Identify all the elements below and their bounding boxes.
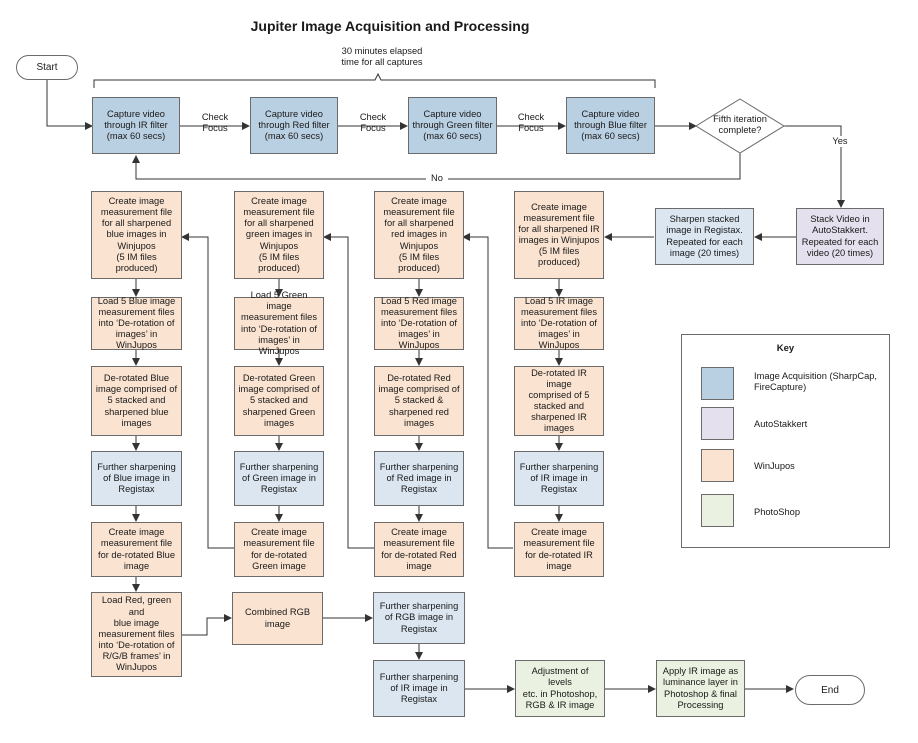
red-further-sharpening-box: Further sharpening of Red image in Regis… — [374, 451, 464, 506]
capture-red-box: Capture video through Red filter (max 60… — [250, 97, 338, 154]
arrow-red-loop — [323, 233, 374, 549]
capture-green-box: Capture video through Green filter (max … — [408, 97, 497, 154]
adjust-levels-box: Adjustment of levels etc. in Photoshop, … — [515, 660, 605, 717]
combined-rgb-box: Combined RGB image — [232, 592, 323, 645]
ir-derotated-box: De-rotated IR image comprised of 5 stack… — [514, 366, 604, 436]
blue-further-sharpening-box: Further sharpening of Blue image in Regi… — [91, 451, 182, 506]
yes-label: Yes — [826, 136, 854, 148]
sharpen-stacked-box: Sharpen stacked image in Registax. Repea… — [655, 208, 754, 265]
stack-autostakkert-box: Stack Video in AutoStakkert. Repeated fo… — [796, 208, 884, 265]
blue-load-box: Load 5 Blue image measurement files into… — [91, 296, 182, 350]
decision-label: Fifth iteration complete? — [713, 114, 767, 136]
red-derotated-box: De-rotated Red image comprised of 5 stac… — [374, 366, 464, 436]
load-rgb-box: Load Red, green and blue image measureme… — [91, 592, 182, 677]
ir-im-derotated-box: Create image measurement file for de-rot… — [514, 522, 604, 577]
brace-label: 30 minutes elapsed time for all captures — [341, 46, 423, 68]
arrow-start-to-ir — [46, 80, 93, 130]
key-title: Key — [776, 343, 795, 354]
key-swatch-winjupos — [701, 449, 734, 482]
capture-blue-box: Capture video through Blue filter (max 6… — [566, 97, 655, 154]
green-im-derotated-box: Create image measurement file for de-rot… — [234, 522, 324, 577]
apply-ir-luminance-box: Apply IR image as luminance layer in Pho… — [656, 660, 745, 717]
arrow-loadrgb-to-combined — [182, 614, 232, 636]
rgb-further-sharpening-box: Further sharpening of RGB image in Regis… — [373, 592, 465, 644]
key-swatch-autostakkert — [701, 407, 734, 440]
ir-create-im-box: Create image measurement file for all sh… — [514, 191, 604, 279]
green-create-im-box: Create image measurement file for all sh… — [234, 191, 324, 279]
green-load-box: Load 5 Green image measurement files int… — [234, 290, 324, 356]
key-label-acquisition: Image Acquisition (SharpCap, FireCapture… — [754, 371, 877, 393]
key-label-winjupos: WinJupos — [754, 461, 795, 471]
key-label-photoshop: PhotoShop — [754, 507, 801, 517]
end-terminal: End — [795, 675, 865, 705]
arrow-ir-loop — [462, 233, 513, 549]
check-focus-label-3: Check Focus — [517, 112, 545, 134]
diagram-title: Jupiter Image Acquisition and Processing — [250, 18, 530, 34]
check-focus-label-2: Check Focus — [359, 112, 387, 134]
key-legend: Key Image Acquisition (SharpCap, FireCap… — [681, 334, 890, 548]
capture-ir-box: Capture video through IR filter (max 60 … — [92, 97, 180, 154]
green-further-sharpening-box: Further sharpening of Green image in Reg… — [234, 451, 324, 506]
arrow-yes — [784, 125, 845, 208]
ir-load-box: Load 5 IR image measurement files into ‘… — [514, 296, 604, 350]
red-im-derotated-box: Create image measurement file for de-rot… — [374, 522, 464, 577]
decision-diamond — [695, 98, 785, 154]
blue-create-im-box: Create image measurement file for all sh… — [91, 191, 182, 279]
green-derotated-box: De-rotated Green image comprised of 5 st… — [234, 366, 324, 436]
key-swatch-photoshop — [701, 494, 734, 527]
start-terminal: Start — [16, 55, 78, 80]
time-brace — [93, 72, 656, 88]
blue-derotated-box: De-rotated Blue image comprised of 5 sta… — [91, 366, 182, 436]
check-focus-label-1: Check Focus — [201, 112, 229, 134]
blue-im-derotated-box: Create image measurement file for de-rot… — [91, 522, 182, 577]
key-label-autostakkert: AutoStakkert — [754, 419, 808, 429]
ir-further-sharpening-final-box: Further sharpening of IR image in Regist… — [373, 660, 465, 717]
arrow-green-loop — [181, 233, 234, 549]
ir-further-sharpening-box: Further sharpening of IR image in Regist… — [514, 451, 604, 506]
key-swatch-acquisition — [701, 367, 734, 400]
no-label: No — [426, 173, 448, 185]
red-load-box: Load 5 Red image measurement files into … — [374, 296, 464, 350]
red-create-im-box: Create image measurement file for all sh… — [374, 191, 464, 279]
